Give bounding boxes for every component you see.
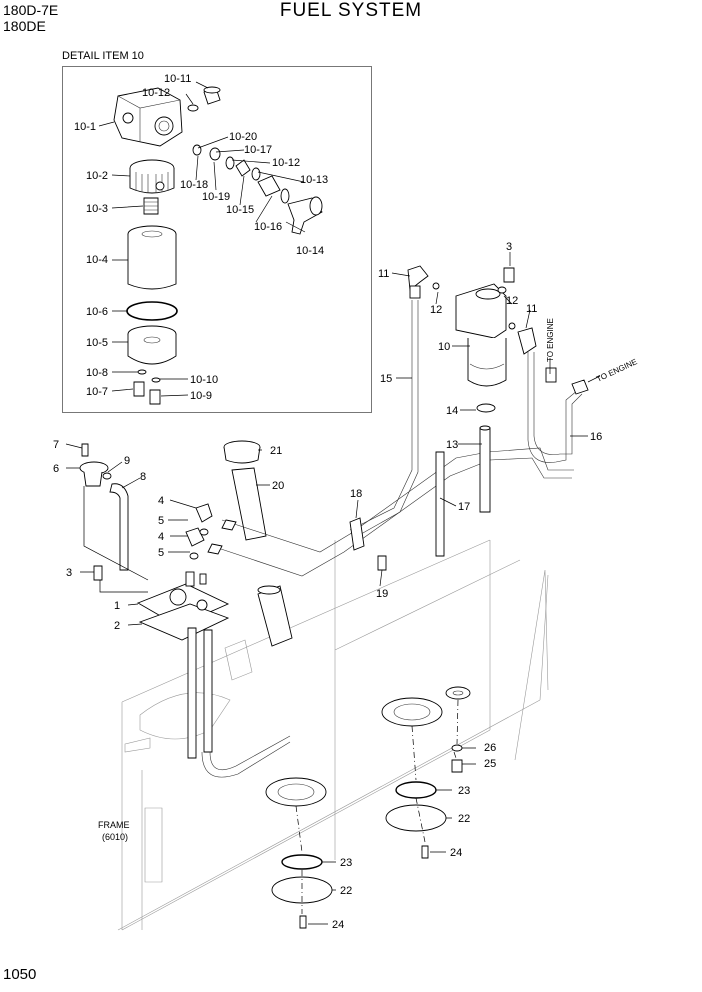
label-23b: 23 [340,857,352,869]
detail-title: DETAIL ITEM 10 [62,50,144,62]
label-10-20: 10-20 [229,131,257,143]
label-10-8: 10-8 [86,367,108,379]
main-labels: 11 3 12 12 11 10 15 14 13 16 7 9 6 8 21 … [53,241,639,931]
label-11b: 11 [526,303,537,315]
label-9: 9 [124,455,130,467]
detail-box [62,66,372,413]
label-10-3: 10-3 [86,203,108,215]
label-16: 16 [590,431,602,443]
label-10-4: 10-4 [86,254,108,266]
label-10-17: 10-17 [244,144,272,156]
label-2: 2 [114,620,120,632]
label-10-16: 10-16 [254,221,282,233]
label-7: 7 [53,439,59,451]
label-4b: 4 [158,531,164,543]
label-3a: 3 [506,241,512,253]
label-18: 18 [350,488,362,500]
label-1: 1 [114,600,120,612]
label-10-15: 10-15 [226,204,254,216]
label-20: 20 [272,480,284,492]
label-5a: 5 [158,515,164,527]
label-10-1: 10-1 [74,121,96,133]
page-title: FUEL SYSTEM [279,0,423,21]
label-10-7: 10-7 [86,386,108,398]
label-26: 26 [484,742,496,754]
label-10-12: 10-12 [142,87,170,99]
label-8: 8 [140,471,146,483]
label-10-12b: 10-12 [272,157,300,169]
label-10-6: 10-6 [86,306,108,318]
label-25: 25 [484,758,496,770]
label-15: 15 [380,373,392,385]
label-10-18: 10-18 [180,179,208,191]
model-number-alt: 180DE [3,18,46,34]
label-12b: 12 [506,295,518,307]
label-6: 6 [53,463,59,475]
tank-frame-drawing [117,539,549,931]
label-10-10: 10-10 [190,374,218,386]
label-19: 19 [376,588,388,600]
label-10-13: 10-13 [300,174,328,186]
label-22a: 22 [458,813,470,825]
label-10-19: 10-19 [202,191,230,203]
label-10-2: 10-2 [86,170,108,182]
fuel-lines-drawing [65,252,601,925]
label-23a: 23 [458,785,470,797]
to-engine-label-1: TO ENGINE [546,318,555,362]
label-5b: 5 [158,547,164,559]
label-21: 21 [270,445,282,457]
label-10-14: 10-14 [296,245,324,257]
label-24b: 24 [332,919,344,931]
detail-labels: 10-11 10-12 10-1 10-20 10-17 10-12 10-2 … [74,73,328,402]
label-11a: 11 [378,268,389,280]
label-10: 10 [438,341,450,353]
label-17: 17 [458,501,470,513]
label-24a: 24 [450,847,462,859]
label-10-11: 10-11 [164,73,191,85]
frame-code-label: (6010) [102,832,128,842]
frame-label: FRAME [98,820,130,830]
model-number: 180D-7E [3,2,59,18]
page-number: 1050 [3,966,37,983]
label-3b: 3 [66,567,72,579]
detail-drawing [98,81,323,405]
to-engine-label-2: TO ENGINE [595,357,639,384]
label-12a: 12 [430,304,442,316]
label-10-9: 10-9 [190,390,212,402]
label-14: 14 [446,405,458,417]
label-13: 13 [446,439,458,451]
label-22b: 22 [340,885,352,897]
label-4a: 4 [158,495,164,507]
label-10-5: 10-5 [86,337,108,349]
